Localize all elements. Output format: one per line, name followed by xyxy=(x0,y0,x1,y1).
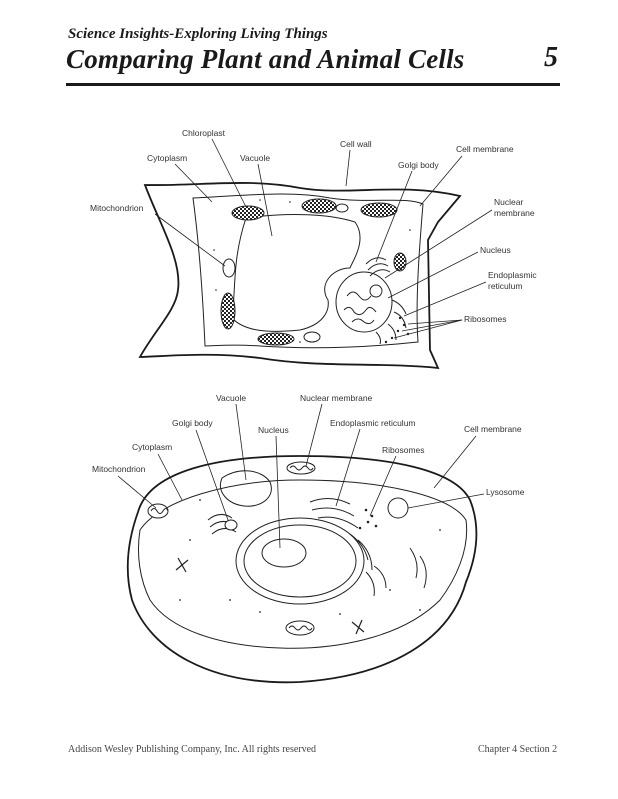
plant-label-cell-wall: Cell wall xyxy=(340,139,372,149)
plant-nucleus xyxy=(335,271,393,333)
page-number: 5 xyxy=(544,42,558,73)
animal-nucleus-inner xyxy=(243,524,357,598)
animal-mitochondrion-cristae xyxy=(150,508,169,514)
animal-label-cell-membrane: Cell membrane xyxy=(464,424,522,434)
animal-label-cytoplasm: Cytoplasm xyxy=(132,442,172,452)
animal-label-er: Endoplasmic reticulum xyxy=(330,418,416,428)
animal-cell-membrane xyxy=(126,455,478,684)
animal-golgi-vesicle xyxy=(224,519,238,531)
animal-label-nuclear-membrane: Nuclear membrane xyxy=(300,393,373,403)
animal-cell: Vacuole Nuclear membrane Golgi body Nucl… xyxy=(92,393,525,684)
plant-label-nucleus: Nucleus xyxy=(480,245,511,255)
animal-label-vacuole: Vacuole xyxy=(216,393,246,403)
footer-chapter: Chapter 4 Section 2 xyxy=(478,744,558,755)
animal-lysosome xyxy=(387,497,409,519)
plant-label-vacuole: Vacuole xyxy=(240,153,270,163)
animal-cell-top-surface xyxy=(137,479,468,649)
plant-chloroplast xyxy=(220,292,236,330)
plant-leader-lines xyxy=(154,138,493,339)
plant-label-nuclear-membrane-2: membrane xyxy=(494,208,535,218)
plant-cell: Chloroplast Cytoplasm Vacuole Cell wall … xyxy=(90,128,537,370)
plant-cell-membrane xyxy=(192,193,424,349)
animal-label-lysosome: Lysosome xyxy=(486,487,525,497)
plant-label-cytoplasm: Cytoplasm xyxy=(147,153,187,163)
animal-ribosomes xyxy=(179,499,441,615)
animal-label-nucleus: Nucleus xyxy=(258,425,289,435)
title-divider xyxy=(66,83,560,86)
animal-er xyxy=(309,498,427,597)
plant-chloroplast xyxy=(231,205,265,221)
plant-mitochondrion xyxy=(335,203,349,213)
plant-mitochondrion xyxy=(303,331,321,343)
animal-mitochondrion xyxy=(285,620,315,636)
footer-copyright: Addison Wesley Publishing Company, Inc. … xyxy=(68,744,317,755)
plant-er xyxy=(375,299,407,345)
animal-label-mitochondrion: Mitochondrion xyxy=(92,464,146,474)
plant-label-er-2: reticulum xyxy=(488,281,522,291)
animal-mitochondrion xyxy=(286,461,316,475)
plant-label-ribosomes: Ribosomes xyxy=(464,314,507,324)
animal-centriole xyxy=(175,557,365,635)
plant-label-er: Endoplasmic xyxy=(488,270,537,280)
animal-label-golgi-body: Golgi body xyxy=(172,418,213,428)
plant-vacuole xyxy=(231,214,361,332)
animal-mitochondrion-cristae xyxy=(289,465,314,471)
plant-label-chloroplast: Chloroplast xyxy=(182,128,226,138)
plant-chloroplast xyxy=(257,332,295,346)
plant-label-mitochondrion: Mitochondrion xyxy=(90,203,144,213)
animal-leader-lines xyxy=(117,403,485,549)
animal-vacuole xyxy=(220,470,272,507)
animal-nucleolus xyxy=(261,538,307,568)
plant-ribosomes xyxy=(213,199,411,344)
plant-label-golgi-body: Golgi body xyxy=(398,160,439,170)
plant-chromatin xyxy=(343,291,377,325)
plant-cell-wall xyxy=(138,182,462,370)
plant-label-cell-membrane: Cell membrane xyxy=(456,144,514,154)
plant-label-nuclear-membrane: Nuclear xyxy=(494,197,523,207)
page-title: Comparing Plant and Animal Cells xyxy=(66,44,465,74)
plant-chloroplast xyxy=(360,202,398,218)
animal-nucleus xyxy=(235,517,365,605)
plant-mitochondrion xyxy=(222,258,236,278)
plant-golgi xyxy=(365,257,391,277)
series-title: Science Insights-Exploring Living Things xyxy=(68,26,328,42)
animal-label-ribosomes: Ribosomes xyxy=(382,445,425,455)
plant-nucleolus xyxy=(369,284,383,298)
animal-mitochondrion-cristae xyxy=(288,625,313,631)
plant-chloroplast xyxy=(301,198,337,214)
